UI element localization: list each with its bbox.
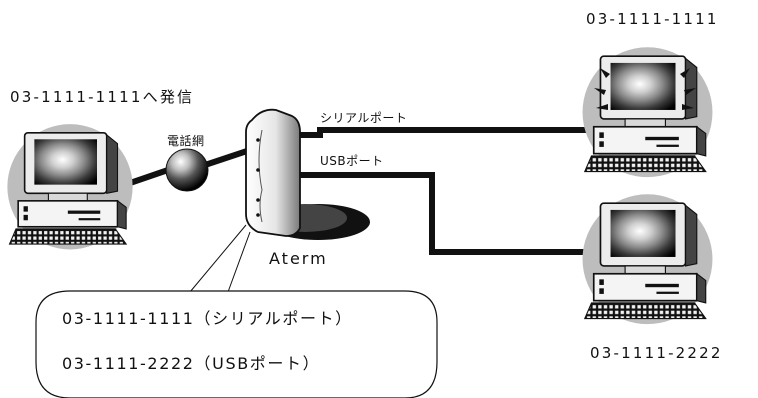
phone-line-right: [204, 147, 251, 168]
callout-pointer-line-a: [189, 224, 247, 293]
receiver-pc-bottom-icon: [581, 193, 714, 326]
telephone-network-label: 電話網: [167, 134, 205, 148]
receiver-bottom-number: 03-1111-2222: [590, 344, 723, 362]
telephone-network-icon: [165, 148, 209, 192]
serial-port-label: シリアルポート: [320, 111, 408, 125]
callout-box: [35, 290, 438, 398]
receiver-top-number: 03-1111-1111: [586, 10, 719, 28]
usb-port-label: USBポート: [320, 154, 384, 168]
router-name-label: Aterm: [269, 249, 328, 268]
usb-cable: [300, 172, 600, 255]
serial-cable: [300, 127, 600, 138]
aterm-router-icon: [245, 108, 370, 240]
callout-line-usb: 03-1111-2222（USBポート）: [62, 354, 321, 373]
dial-out-label: 03-1111-1111へ発信: [10, 88, 195, 106]
callout-line-serial: 03-1111-1111（シリアルポート）: [62, 309, 353, 328]
callout-pointer-line-b: [227, 231, 251, 293]
ringing-marks-icon: [594, 68, 696, 110]
receiver-pc-top-icon: [581, 46, 714, 179]
caller-pc-icon: [6, 123, 134, 251]
